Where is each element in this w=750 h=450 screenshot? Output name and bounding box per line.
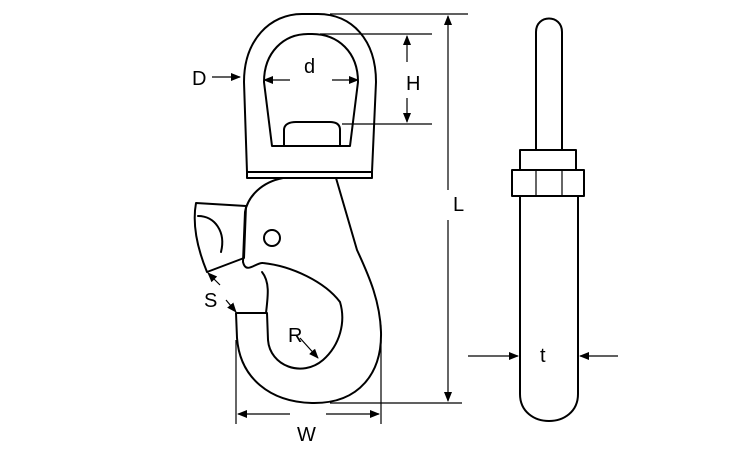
rivet-hole	[263, 229, 281, 247]
label-S: S	[204, 290, 217, 312]
hook-body	[235, 177, 383, 405]
label-d: d	[304, 56, 315, 78]
label-H: H	[406, 73, 420, 95]
label-t: t	[540, 345, 546, 367]
dimension-L: L	[330, 13, 468, 404]
label-D: D	[192, 68, 206, 90]
label-L: L	[453, 194, 464, 216]
dimension-D: D	[192, 68, 241, 90]
dimension-d: d	[263, 56, 359, 84]
dimension-t: t	[468, 345, 618, 367]
label-W: W	[297, 424, 316, 446]
label-R: R	[288, 325, 302, 347]
spring-latch	[193, 202, 247, 273]
side-view	[511, 17, 585, 422]
dimension-R: R	[288, 325, 319, 359]
dimension-S: S	[204, 272, 237, 313]
dimension-H: H	[320, 33, 432, 125]
swivel-eye	[243, 13, 377, 179]
dimension-W: W	[235, 340, 382, 446]
